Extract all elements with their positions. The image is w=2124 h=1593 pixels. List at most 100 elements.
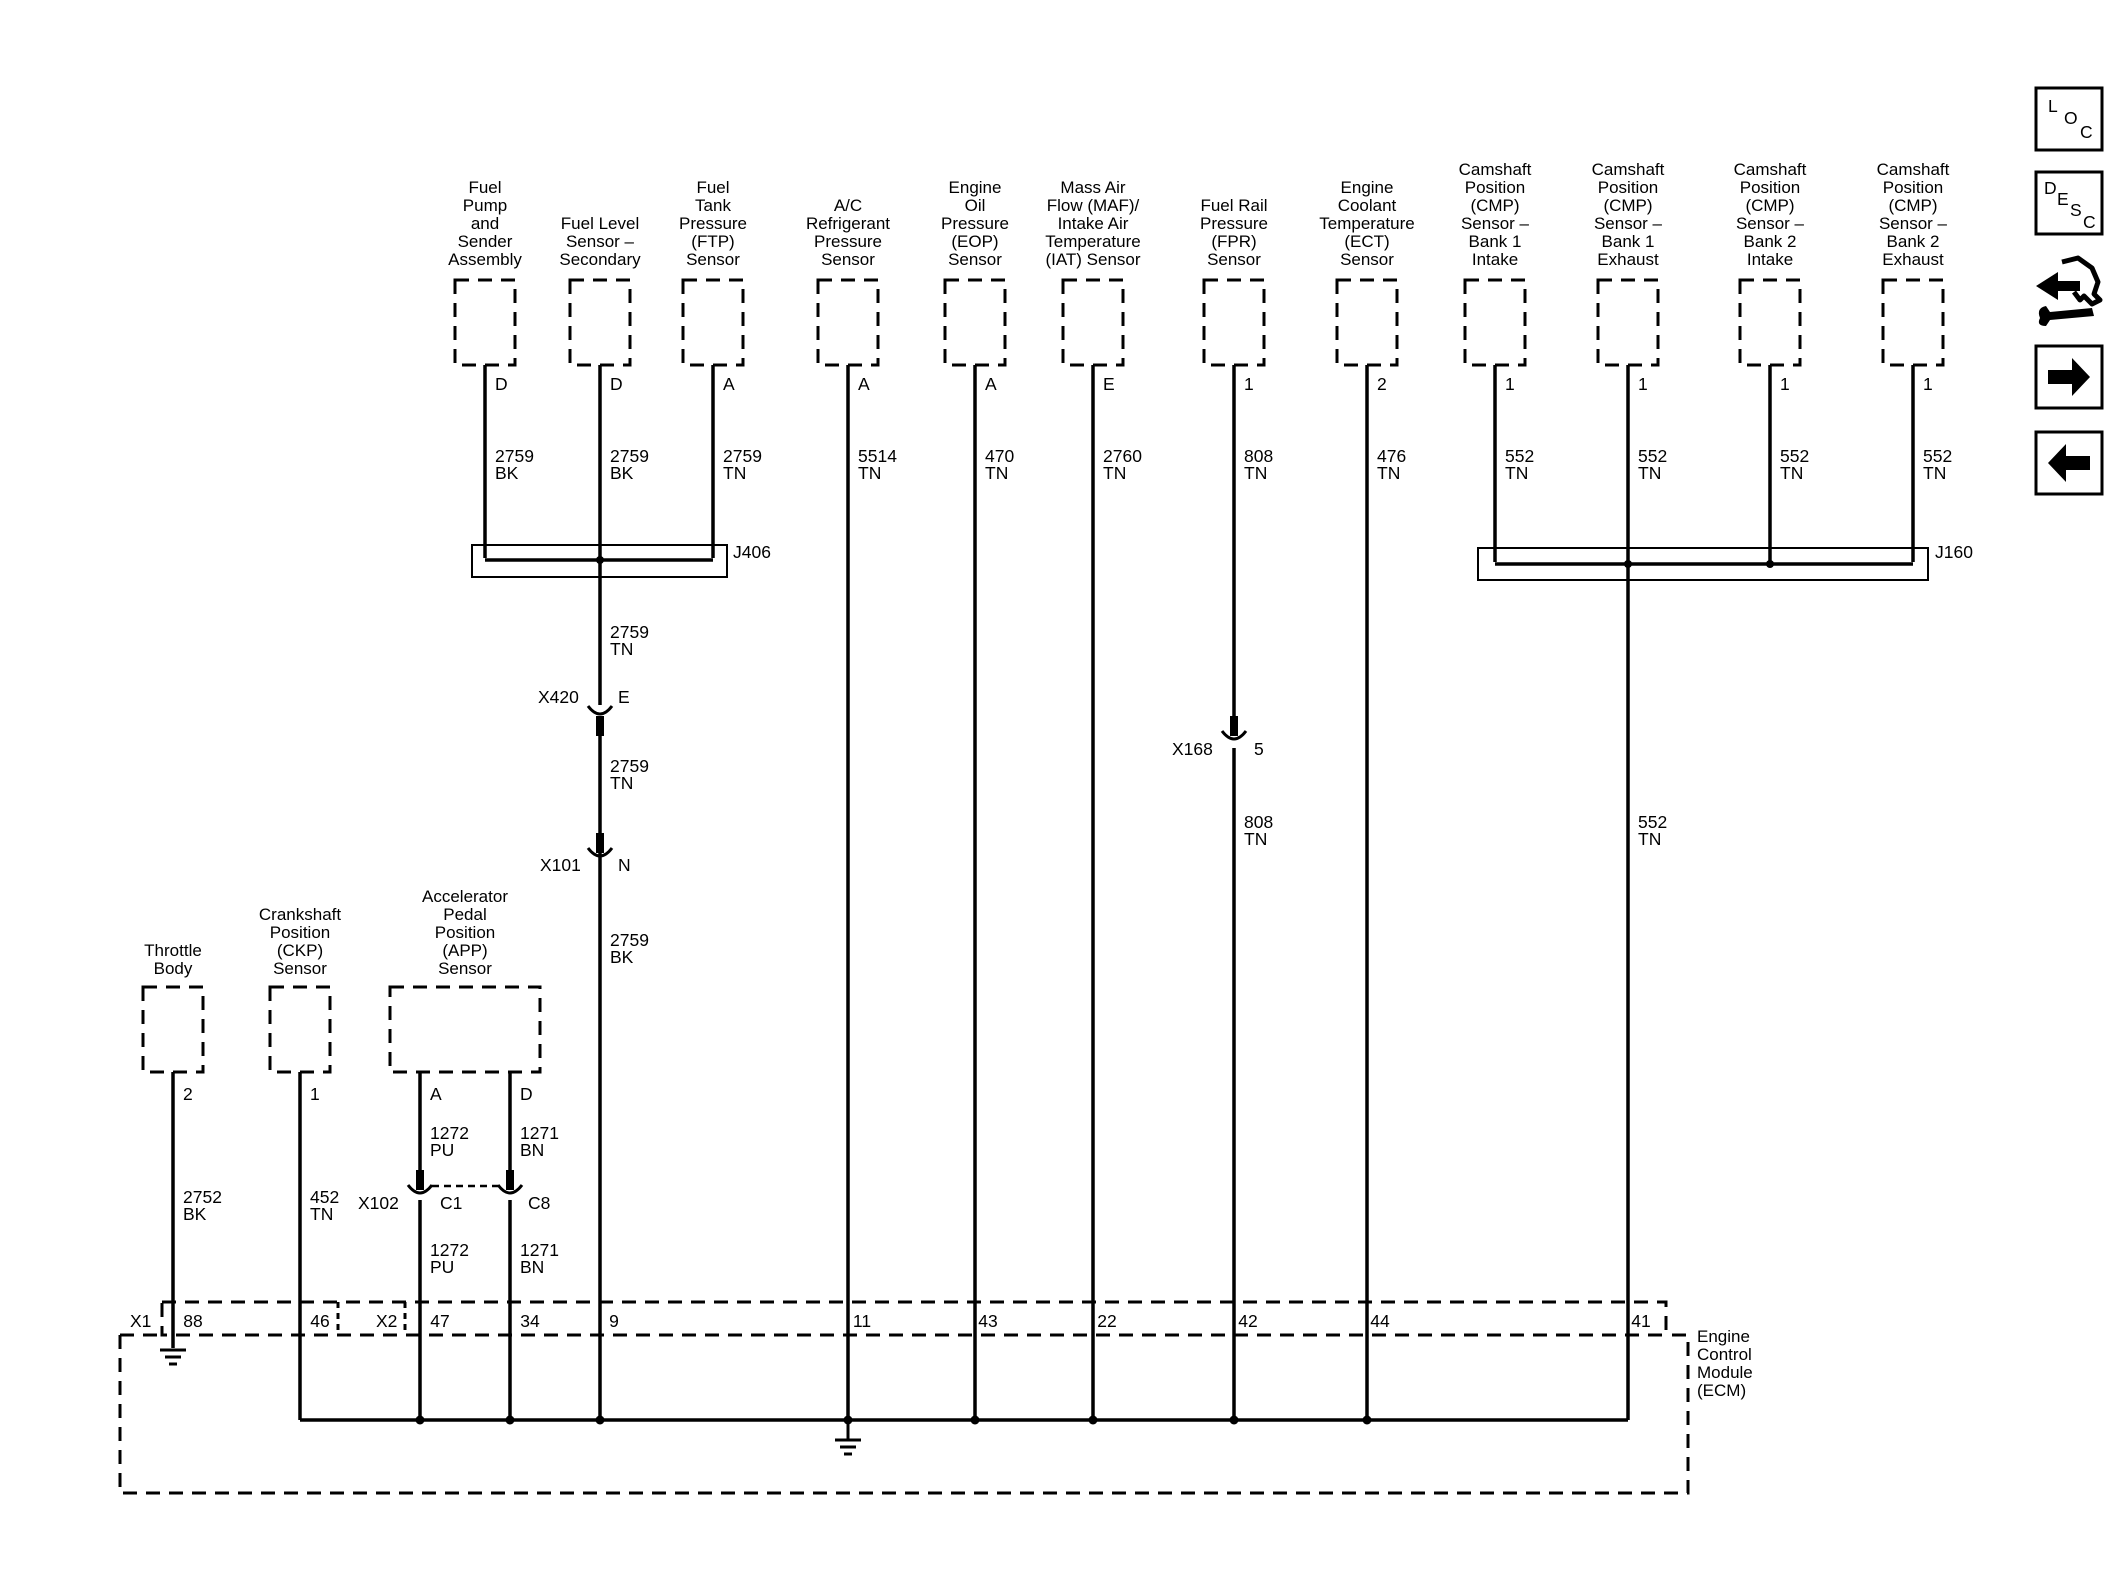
fuel-level-wire-number: 2759: [610, 446, 649, 466]
maf-iat-wire-color: TN: [1103, 463, 1126, 483]
maf-iat-box: [1061, 278, 1125, 367]
location-button-frame: [2034, 86, 2104, 152]
ecm-pin: 46: [310, 1311, 329, 1331]
ftp-label-line: Fuel: [696, 178, 729, 197]
location-button[interactable]: L O C: [2034, 86, 2104, 152]
fuel-pump-label-line: Pump: [463, 196, 507, 215]
arrow-right-icon: [2048, 358, 2090, 396]
fuel-level-label-line: Fuel Level: [561, 214, 639, 233]
cmp-b1-intake-label-line: Position: [1465, 178, 1525, 197]
x168-pin: 5: [1254, 739, 1264, 759]
eop-label-line: Engine: [949, 178, 1002, 197]
forward-button-frame: [2034, 344, 2104, 410]
maf-iat-label-line: Mass Air: [1060, 178, 1126, 197]
ect-pin: 2: [1377, 374, 1387, 394]
eop-wire-color: TN: [985, 463, 1008, 483]
maf-iat-label-line: Temperature: [1045, 232, 1140, 251]
cmp-b1-exhaust-label-line: Exhaust: [1597, 250, 1659, 269]
cmp-b2-intake-box: [1738, 278, 1802, 367]
cmp-b1-exhaust-label-line: (CMP): [1603, 196, 1652, 215]
ecm-pin: 88: [183, 1311, 202, 1331]
ckp-label-line: Crankshaft: [259, 905, 341, 924]
fuel-level-pin: D: [610, 374, 623, 394]
app-box: [388, 985, 542, 1074]
x102-pin-c8: C8: [528, 1193, 550, 1213]
desc-letter-s: S: [2070, 200, 2082, 220]
cmp-b1-intake-label-line: (CMP): [1470, 196, 1519, 215]
wire-label-1271-upper: 1271: [520, 1123, 559, 1143]
ect-wire-color: TN: [1377, 463, 1400, 483]
cmp-b2-intake-label-line: Sensor –: [1736, 214, 1805, 233]
app-label-line: Accelerator: [422, 887, 508, 906]
splice-boxes: [471, 544, 1929, 581]
cmp-b2-exhaust-label-line: Camshaft: [1877, 160, 1950, 179]
forward-button[interactable]: [2034, 344, 2104, 410]
eop-label-line: Pressure: [941, 214, 1009, 233]
ecm-labels: X1 X2: [130, 1311, 397, 1331]
cmp-b1-exhaust-label-line: Camshaft: [1592, 160, 1665, 179]
fpr-label-line: Fuel Rail: [1200, 196, 1267, 215]
diagnostic-connector-button[interactable]: [2036, 255, 2103, 326]
ftp-label-line: Sensor: [686, 250, 740, 269]
wire-label-452-color: TN: [310, 1204, 333, 1224]
fpr-wire-color: TN: [1244, 463, 1267, 483]
wire-label-tn-b: TN: [610, 773, 633, 793]
ftp-label-line: Tank: [695, 196, 731, 215]
cmp-b1-exhaust-label-line: Position: [1598, 178, 1658, 197]
eop-label-line: (EOP): [951, 232, 998, 251]
ac-pressure-label-line: Sensor: [821, 250, 875, 269]
fuel-pump-wire-number: 2759: [495, 446, 534, 466]
maf-iat-label-line: (IAT) Sensor: [1045, 250, 1140, 269]
description-button-frame: [2034, 170, 2104, 236]
eop-box: [943, 278, 1007, 367]
wire-label-552-common: 552: [1638, 812, 1667, 832]
x420-label: X420: [538, 687, 579, 707]
cmp-b2-exhaust-label-line: Bank 2: [1887, 232, 1940, 251]
splice-dots: [415, 556, 1774, 1425]
cmp-b2-exhaust-label-line: Exhaust: [1882, 250, 1944, 269]
cmp-b2-intake-label-line: Intake: [1747, 250, 1793, 269]
ecm-pin: 47: [430, 1311, 449, 1331]
mid-wire-labels: 2759 TN 2759 TN 2759 BK 808 TN 552 TN: [610, 622, 1667, 967]
app-label-line: Pedal: [443, 905, 486, 924]
fuel-pump-label-line: Fuel: [468, 178, 501, 197]
ect-label-line: Temperature: [1319, 214, 1414, 233]
cmp-b2-exhaust-label-line: (CMP): [1888, 196, 1937, 215]
back-button[interactable]: [2034, 430, 2104, 496]
desc-letter-d: D: [2044, 178, 2057, 198]
fuel-pump-pin: D: [495, 374, 508, 394]
description-button[interactable]: D E S C: [2034, 170, 2104, 236]
ckp-label-line: Sensor: [273, 959, 327, 978]
ground-ecm: [835, 1420, 861, 1456]
cmp-b1-exhaust-label-line: Sensor –: [1594, 214, 1663, 233]
cmp-b1-exhaust-label-line: Bank 1: [1602, 232, 1655, 251]
cmp-b1-intake-wire-number: 552: [1505, 446, 1534, 466]
wire-label-1271-upper-color: BN: [520, 1140, 544, 1160]
cmp-b1-intake-label-line: Camshaft: [1459, 160, 1532, 179]
wire-label-2752: 2752: [183, 1187, 222, 1207]
ecm-x1-label: X1: [130, 1311, 151, 1331]
throttle-body-label-line: Throttle: [144, 941, 202, 960]
loc-letter-o: O: [2064, 108, 2078, 128]
fuel-pump-box: [453, 278, 517, 367]
cmp-b2-intake-label-line: Camshaft: [1734, 160, 1807, 179]
app-label-line: (APP): [442, 941, 487, 960]
inline-connectors: [406, 705, 1248, 1195]
j406-label: J406: [733, 542, 771, 562]
arrow-left-icon: [2048, 444, 2090, 482]
cmp-b2-exhaust-pin: 1: [1923, 374, 1933, 394]
x168-connector-symbol: [1220, 730, 1248, 741]
cmp-b1-intake-label-line: Bank 1: [1469, 232, 1522, 251]
loc-letter-l: L: [2048, 96, 2058, 116]
ac-pressure-wire-color: TN: [858, 463, 881, 483]
fpr-wire-number: 808: [1244, 446, 1273, 466]
desc-letter-c: C: [2083, 212, 2096, 232]
nav-buttons: L O C D E S C: [2034, 86, 2104, 496]
ftp-wire-number: 2759: [723, 446, 762, 466]
ect-label-line: Sensor: [1340, 250, 1394, 269]
ac-pressure-label-line: Refrigerant: [806, 214, 890, 233]
fuel-pump-wire-color: BK: [495, 463, 519, 483]
